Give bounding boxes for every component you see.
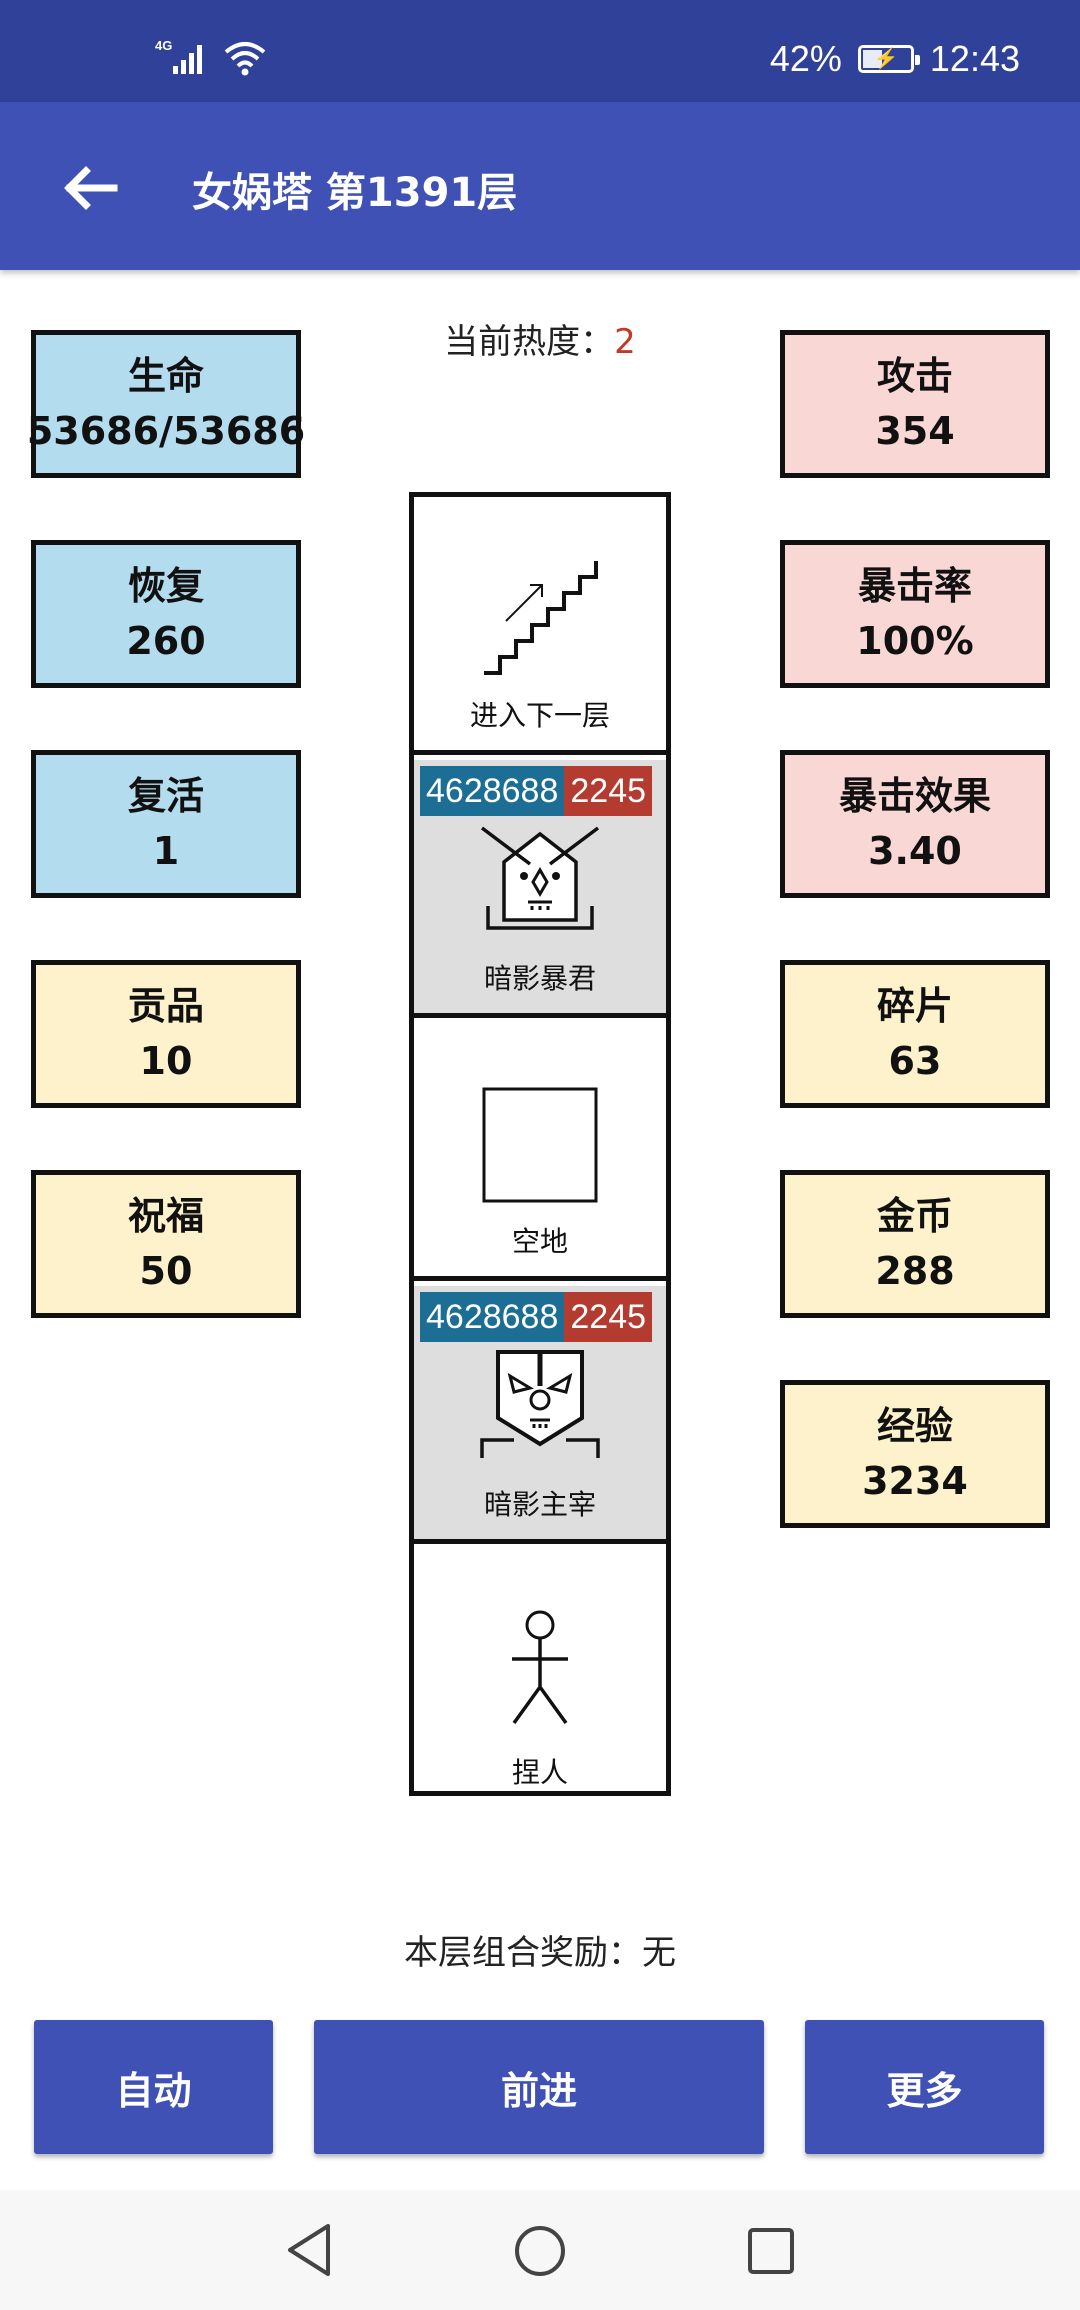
nav-home-icon[interactable] — [513, 2224, 567, 2278]
stat-tribute: 贡品 10 — [31, 960, 301, 1108]
heat-indicator: 当前热度：2 — [0, 314, 1080, 363]
stat-label: 碎片 — [876, 983, 953, 1028]
tower-cell-stairs[interactable]: 进入下一层 — [414, 497, 666, 755]
stat-value: 3234 — [862, 1459, 968, 1503]
forward-button[interactable]: 前进 — [314, 2020, 764, 2154]
more-button[interactable]: 更多 — [805, 2020, 1044, 2154]
stat-label: 暴击效果 — [838, 773, 991, 818]
stick-figure-icon — [512, 1610, 568, 1725]
app-bar: 女娲塔 第1391层 — [0, 102, 1080, 270]
stat-blessing: 祝福 50 — [31, 1170, 301, 1318]
page-title: 女娲塔 第1391层 — [192, 170, 518, 216]
stat-value: 3.40 — [868, 829, 962, 873]
back-button[interactable] — [48, 146, 132, 230]
stat-value: 50 — [139, 1249, 193, 1293]
status-right: 42% ⚡ 12:43 — [770, 38, 1020, 80]
enemy-stats-bar: 4628688 2245 — [420, 766, 653, 816]
stat-regen: 恢复 260 — [31, 540, 301, 688]
stat-label: 复活 — [127, 773, 204, 818]
tower-cell-enemy[interactable]: 4628688 2245 暗影暴君 — [414, 760, 666, 1018]
status-left: 4G — [155, 36, 267, 76]
cell-label: 空地 — [511, 1225, 568, 1258]
cell-label: 捏人 — [511, 1756, 568, 1789]
tower-cell-enemy[interactable]: 4628688 2245 暗影主宰 — [414, 1286, 666, 1544]
heat-value: 2 — [614, 322, 636, 362]
stat-fragments: 碎片 63 — [780, 960, 1050, 1108]
enemy-hp: 4628688 — [420, 766, 565, 816]
clock: 12:43 — [929, 38, 1020, 79]
status-bar: 4G 42% ⚡ 12:43 — [0, 0, 1080, 102]
enemy-stats-bar: 4628688 2245 — [420, 1292, 653, 1342]
stat-value: 10 — [139, 1039, 193, 1083]
empty-square-icon — [482, 1087, 598, 1203]
stat-label: 恢复 — [127, 563, 204, 608]
stat-label: 暴击率 — [857, 563, 972, 608]
stat-value: 354 — [875, 409, 955, 453]
stat-hp: 生命 53686/53686 — [27, 330, 305, 478]
shadow-tyrant-icon — [480, 826, 600, 930]
cell-label: 暗影暴君 — [483, 962, 596, 995]
battery-icon: ⚡ — [857, 45, 920, 73]
enemy-hp: 4628688 — [420, 1292, 565, 1342]
stat-label: 金币 — [876, 1193, 953, 1238]
battery-level — [862, 50, 883, 68]
stat-label: 攻击 — [876, 353, 953, 398]
stairs-icon — [484, 561, 598, 675]
signal-icon: 4G — [155, 38, 202, 74]
wifi-icon — [224, 42, 266, 76]
tower-column: 进入下一层 4628688 2245 暗影暴君 空地 4628688 2245 — [409, 492, 671, 1796]
stat-value: 260 — [126, 619, 206, 663]
stat-revive: 复活 1 — [31, 750, 301, 898]
stat-label: 贡品 — [127, 983, 204, 1028]
heat-label: 当前热度： — [444, 322, 615, 362]
stat-value: 100% — [856, 619, 974, 663]
enemy-attack: 2245 — [564, 1292, 653, 1342]
svg-text:4G: 4G — [155, 38, 172, 53]
stat-crit-rate: 暴击率 100% — [780, 540, 1050, 688]
nav-back-icon[interactable] — [284, 2222, 334, 2278]
shadow-overlord-icon — [480, 1350, 600, 1458]
cell-label: 暗影主宰 — [483, 1488, 596, 1521]
tower-cell-empty[interactable]: 空地 — [414, 1023, 666, 1281]
nav-recents-icon[interactable] — [746, 2226, 796, 2276]
stat-experience: 经验 3234 — [780, 1380, 1050, 1528]
auto-button[interactable]: 自动 — [34, 2020, 273, 2154]
stat-value: 1 — [152, 829, 180, 873]
charging-bolt-icon: ⚡ — [873, 48, 899, 70]
stat-attack: 攻击 354 — [780, 330, 1050, 478]
stat-value: 288 — [875, 1249, 955, 1293]
cell-label: 进入下一层 — [469, 699, 610, 732]
navigation-bar — [0, 2190, 1080, 2310]
stat-label: 祝福 — [127, 1193, 204, 1238]
stat-label: 生命 — [127, 353, 204, 398]
stat-value: 53686/53686 — [26, 409, 306, 453]
tower-cell-player[interactable]: 捏人 — [414, 1549, 666, 1807]
stat-crit-effect: 暴击效果 3.40 — [780, 750, 1050, 898]
arrow-back-icon — [64, 166, 118, 210]
stat-gold: 金币 288 — [780, 1170, 1050, 1318]
battery-percent: 42% — [769, 38, 842, 79]
floor-reward-text: 本层组合奖励：无 — [404, 1933, 676, 1973]
stat-value: 63 — [888, 1039, 942, 1083]
stat-label: 经验 — [876, 1403, 953, 1448]
enemy-attack: 2245 — [564, 766, 653, 816]
